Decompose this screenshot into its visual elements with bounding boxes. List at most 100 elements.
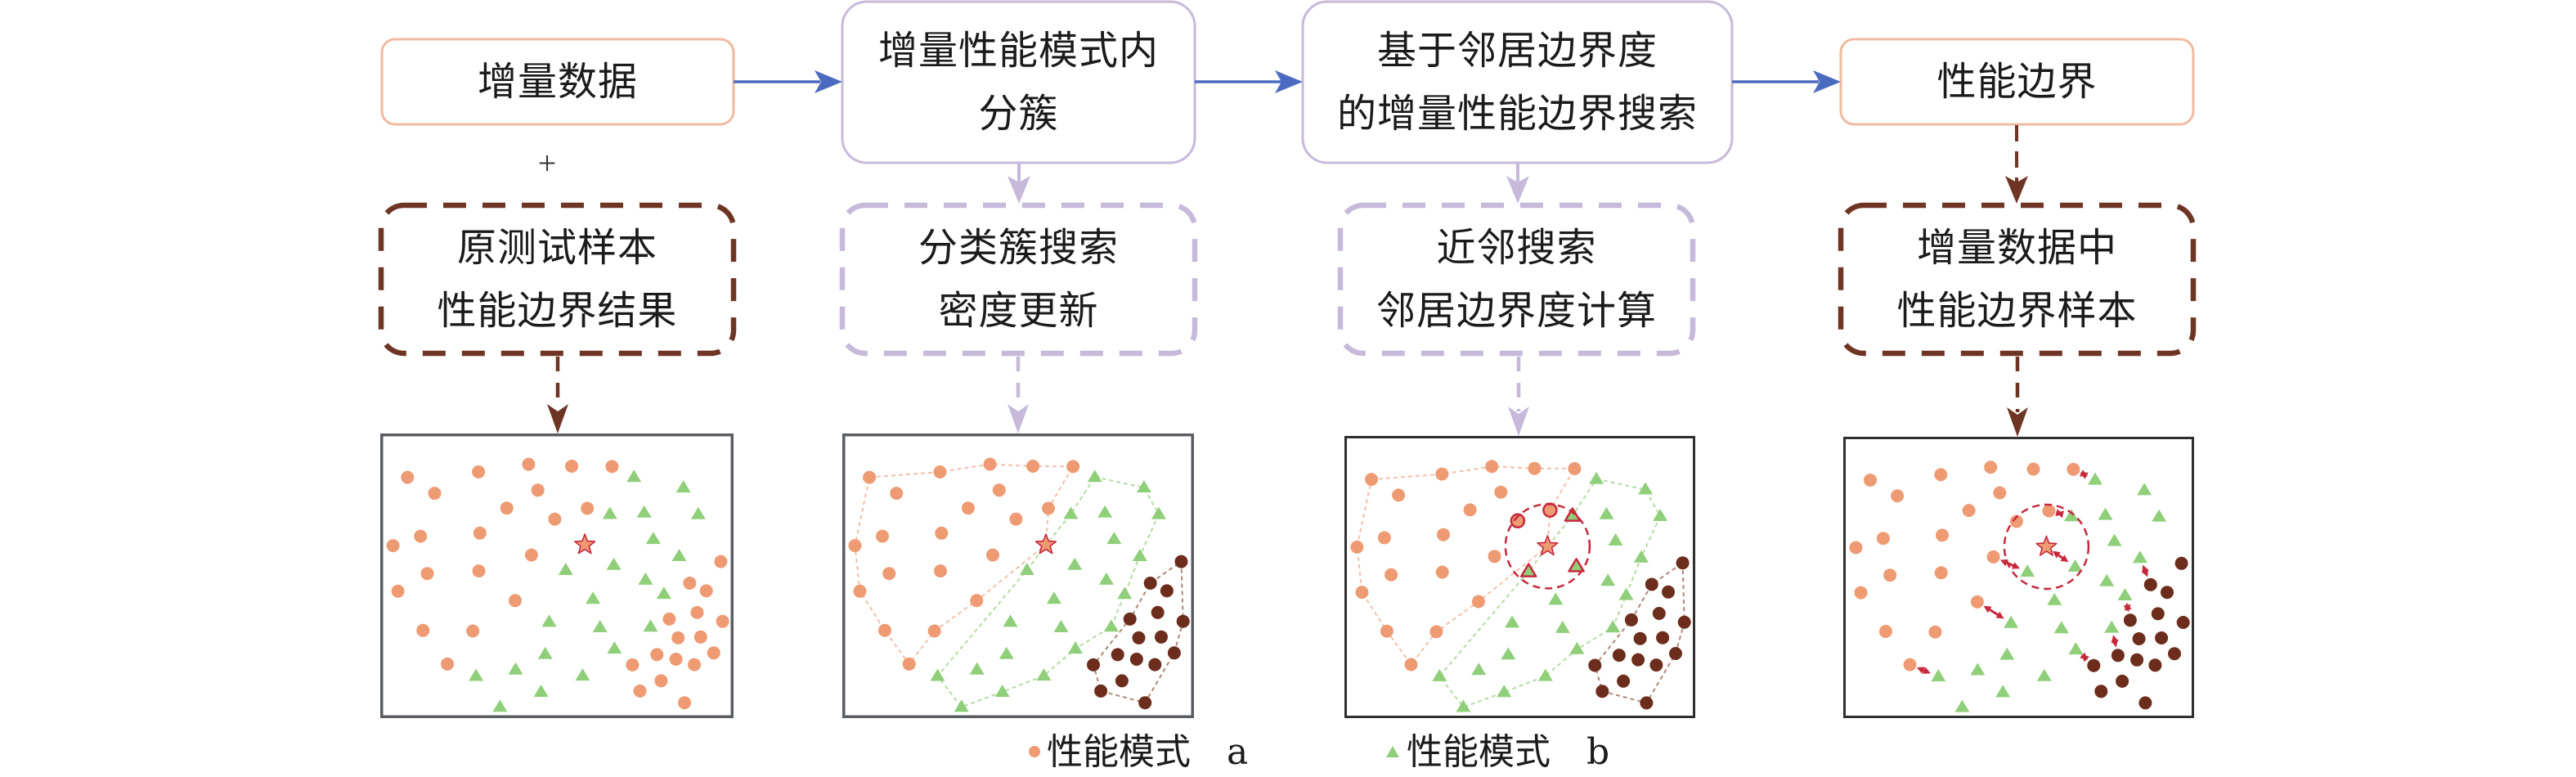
label-line: 性能边界样本 xyxy=(1896,287,2138,334)
mode-b-point xyxy=(930,668,945,681)
mode-b-point xyxy=(1456,699,1471,712)
mode-b-point xyxy=(675,480,691,493)
separated-cluster-point xyxy=(1595,685,1609,698)
mode-b-point xyxy=(2132,550,2147,564)
mode-a-point xyxy=(662,612,676,626)
intra-mode-clustering-label: 增量性能模式内 分簇 xyxy=(842,2,1195,163)
separated-cluster-point xyxy=(2123,613,2137,627)
mode-a-point xyxy=(1883,568,1897,582)
mode-a-point xyxy=(414,529,428,543)
mode-b-point xyxy=(2063,509,2079,522)
mode-b-point xyxy=(656,586,671,600)
mode-b-point xyxy=(645,532,661,545)
cluster-search-density-update-label: 分类簇搜索 密度更新 xyxy=(842,205,1195,353)
mode-b-point xyxy=(607,641,622,654)
mode-b-point xyxy=(1618,587,1634,600)
separated-cluster-point xyxy=(1645,577,1658,591)
mode-b-point xyxy=(2099,573,2115,586)
mode-a-point xyxy=(1485,460,1499,474)
arrow-search-to-detail xyxy=(1506,163,1529,204)
mode-b-point xyxy=(994,685,1010,697)
separated-cluster-point xyxy=(1631,653,1645,667)
separated-cluster-point xyxy=(1617,674,1631,688)
label-line: 增量数据 xyxy=(477,58,638,105)
mode-a-point xyxy=(420,567,434,581)
mode-a-point xyxy=(581,501,595,515)
mode-a-point xyxy=(683,577,697,590)
separated-cluster-point xyxy=(1652,607,1666,620)
boundary-arrow-head xyxy=(2012,562,2021,569)
mode-b-point xyxy=(671,549,687,561)
arrow-detail-to-panel-4 xyxy=(2007,357,2028,437)
panel-background xyxy=(1344,436,1695,718)
mode-a-point xyxy=(1568,462,1582,475)
triangle-marker-icon xyxy=(1386,746,1399,757)
mode-b-point xyxy=(541,614,557,627)
boundary-arrow-head xyxy=(2081,654,2089,662)
boundary-pair-arrow xyxy=(2055,509,2064,519)
arrow-data-to-clustering xyxy=(734,70,842,93)
mode-a-point xyxy=(882,567,896,581)
separated-cluster-point xyxy=(1123,612,1137,626)
separated-cluster-point xyxy=(1656,631,1670,645)
boundary-pair-arrow xyxy=(1983,605,2004,619)
boundary-arrow-head xyxy=(1916,667,1925,674)
mode-a-point xyxy=(2067,462,2080,476)
mode-b-point xyxy=(969,662,985,675)
mode-b-point xyxy=(1501,647,1516,660)
arrow-head xyxy=(2005,176,2028,204)
mode-a-point xyxy=(714,555,728,568)
separated-cluster-point xyxy=(1143,577,1157,590)
mode-a-point xyxy=(1903,658,1917,671)
mode-a-point xyxy=(1993,486,2007,500)
mode-b-point xyxy=(2068,642,2084,655)
mode-a-point xyxy=(699,584,713,598)
mode-a-point xyxy=(1350,540,1364,554)
mode-b-point xyxy=(592,620,608,632)
mode-a-point xyxy=(927,624,941,638)
mode-b-point xyxy=(1605,620,1621,633)
separated-cluster-point xyxy=(1640,696,1654,710)
query-sample-star xyxy=(2035,535,2058,556)
arrow-head xyxy=(2007,407,2028,437)
mode-a-point xyxy=(1365,473,1378,487)
cluster-hull-mode-b xyxy=(936,476,1160,708)
separated-cluster-point xyxy=(1662,585,1675,599)
separated-cluster-point xyxy=(1148,658,1162,671)
mode-a-point xyxy=(565,460,579,473)
query-sample-star xyxy=(574,533,596,555)
mode-a-point xyxy=(690,605,704,619)
mode-a-point xyxy=(688,658,701,671)
mode-a-point xyxy=(863,470,877,484)
separated-cluster-point xyxy=(2143,577,2157,591)
mode-b-point xyxy=(1505,615,1520,628)
mode-b-point xyxy=(2047,592,2062,605)
separated-cluster-point xyxy=(2168,647,2181,661)
mode-a-point xyxy=(509,594,522,608)
mode-b-point xyxy=(2088,472,2103,485)
mode-b-point xyxy=(1053,620,1069,632)
circle-marker-icon xyxy=(1029,746,1040,757)
mode-a-point xyxy=(933,465,947,478)
panel-frame xyxy=(1843,437,2194,718)
arrow-head xyxy=(1275,70,1303,93)
legend-label-mode-a: 性能模式 a xyxy=(1047,731,1249,773)
mode-b-point xyxy=(1600,573,1616,586)
mode-b-point xyxy=(1638,482,1654,495)
separated-cluster-point xyxy=(1624,613,1638,627)
mode-a-point xyxy=(1928,625,1942,639)
mode-a-point xyxy=(1066,460,1080,474)
mode-a-point xyxy=(1009,512,1023,526)
mode-b-point xyxy=(1555,620,1570,633)
mode-a-point xyxy=(935,526,949,540)
neighbor-mode-b-point xyxy=(1564,507,1582,522)
mode-b-point xyxy=(1136,480,1151,493)
mode-b-point xyxy=(537,646,553,659)
mode-a-point xyxy=(1878,625,1892,638)
arrow-head xyxy=(1008,176,1030,204)
mode-b-point xyxy=(636,505,652,518)
mode-b-point xyxy=(954,699,969,712)
mode-b-point xyxy=(638,572,653,585)
boundary-arrow-head xyxy=(1983,605,1992,613)
